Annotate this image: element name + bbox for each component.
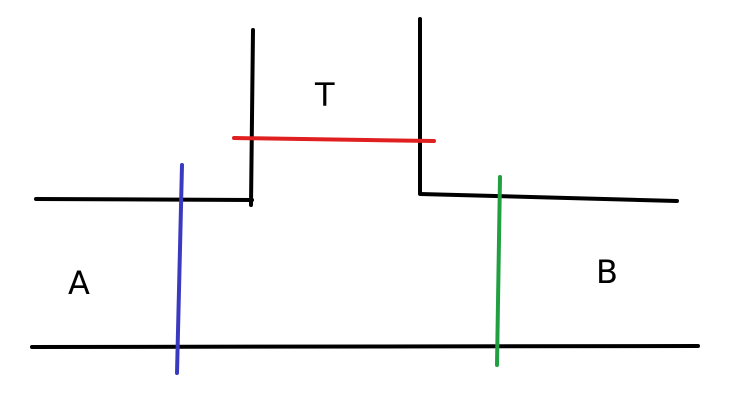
label-left: A <box>68 264 90 302</box>
channel-walls <box>30 17 700 349</box>
bottom-wall <box>30 344 700 349</box>
upper-left-wall <box>34 197 254 202</box>
top-section-line <box>232 136 436 143</box>
right-section-line <box>495 175 502 367</box>
top-branch-left-wall <box>249 28 255 207</box>
label-right: B <box>596 253 618 291</box>
upper-right-wall <box>418 192 679 203</box>
left-section-line <box>175 163 184 375</box>
label-top: T <box>314 76 335 114</box>
